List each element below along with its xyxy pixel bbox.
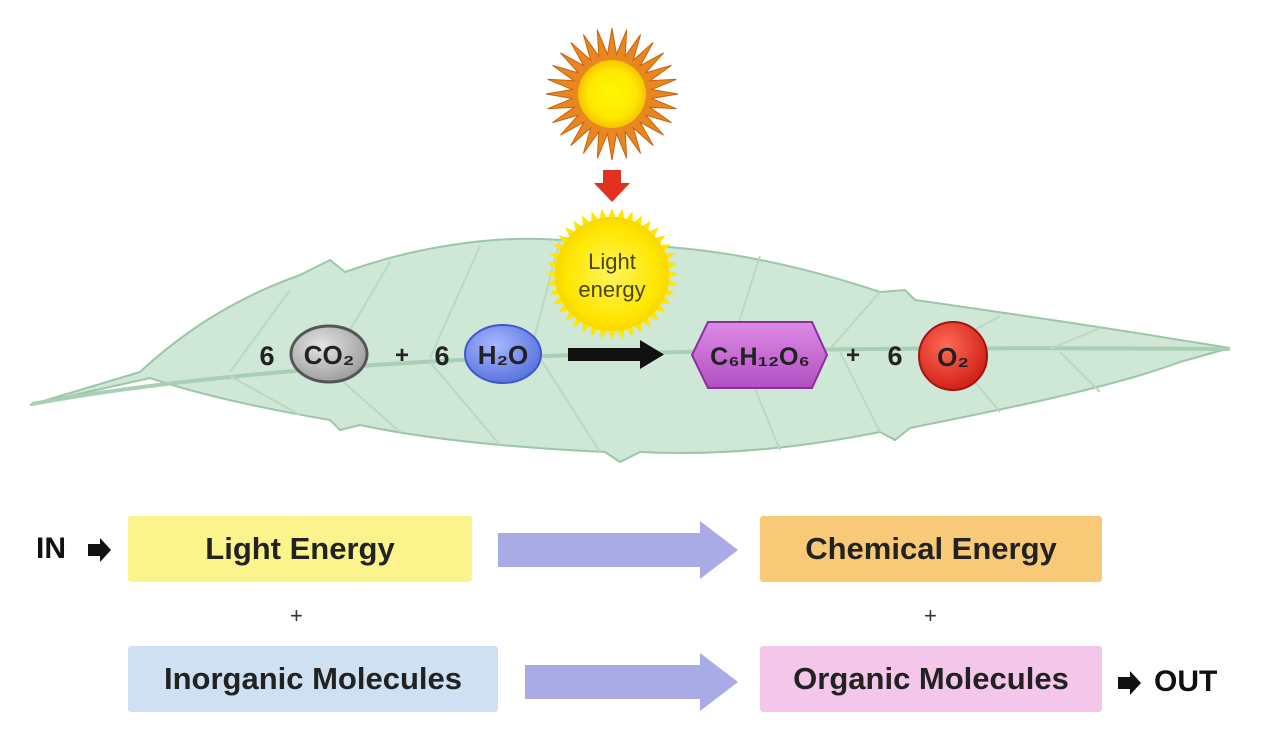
plus-sign-1: + <box>395 342 409 369</box>
in-arrow-icon <box>88 538 111 562</box>
chemical-energy-box: Chemical Energy <box>760 516 1102 582</box>
h2o-molecule: H₂O <box>464 324 542 384</box>
organic-molecules-box: Organic Molecules <box>760 646 1102 712</box>
light-energy-burst: Light energy <box>546 208 678 340</box>
flow-arrow-molecules-icon <box>525 653 738 711</box>
plus-right: + <box>924 603 937 628</box>
reaction-arrow-icon <box>568 340 664 369</box>
o2-coefficient: 6 <box>887 341 902 371</box>
light-energy-box: Light Energy <box>128 516 472 582</box>
glucose-molecule: C₆H₁₂O₆ <box>690 321 829 389</box>
flow-arrow-energy-icon <box>498 521 738 579</box>
out-label: OUT <box>1154 665 1218 698</box>
photosynthesis-equation: 6 CO₂ + 6 H₂O C₆H₁₂O₆ + 6 O₂ <box>259 321 988 391</box>
sunlight-arrow-icon <box>594 170 630 202</box>
o2-molecule: O₂ <box>918 321 988 391</box>
glucose-label: C₆H₁₂O₆ <box>710 343 810 371</box>
h2o-coefficient: 6 <box>434 341 449 371</box>
co2-molecule: CO₂ <box>289 324 369 384</box>
sun-icon <box>545 27 679 161</box>
light-burst-line1: Light <box>588 249 636 274</box>
plus-left: + <box>290 603 303 628</box>
inorganic-molecules-box: Inorganic Molecules <box>128 646 498 712</box>
co2-coefficient: 6 <box>259 341 274 371</box>
light-burst-line2: energy <box>578 277 645 302</box>
h2o-label: H₂O <box>478 340 529 370</box>
out-arrow-icon <box>1118 671 1141 695</box>
plus-sign-2: + <box>846 342 860 369</box>
o2-label: O₂ <box>937 342 969 372</box>
co2-label: CO₂ <box>304 340 355 370</box>
in-label: IN <box>36 532 66 565</box>
